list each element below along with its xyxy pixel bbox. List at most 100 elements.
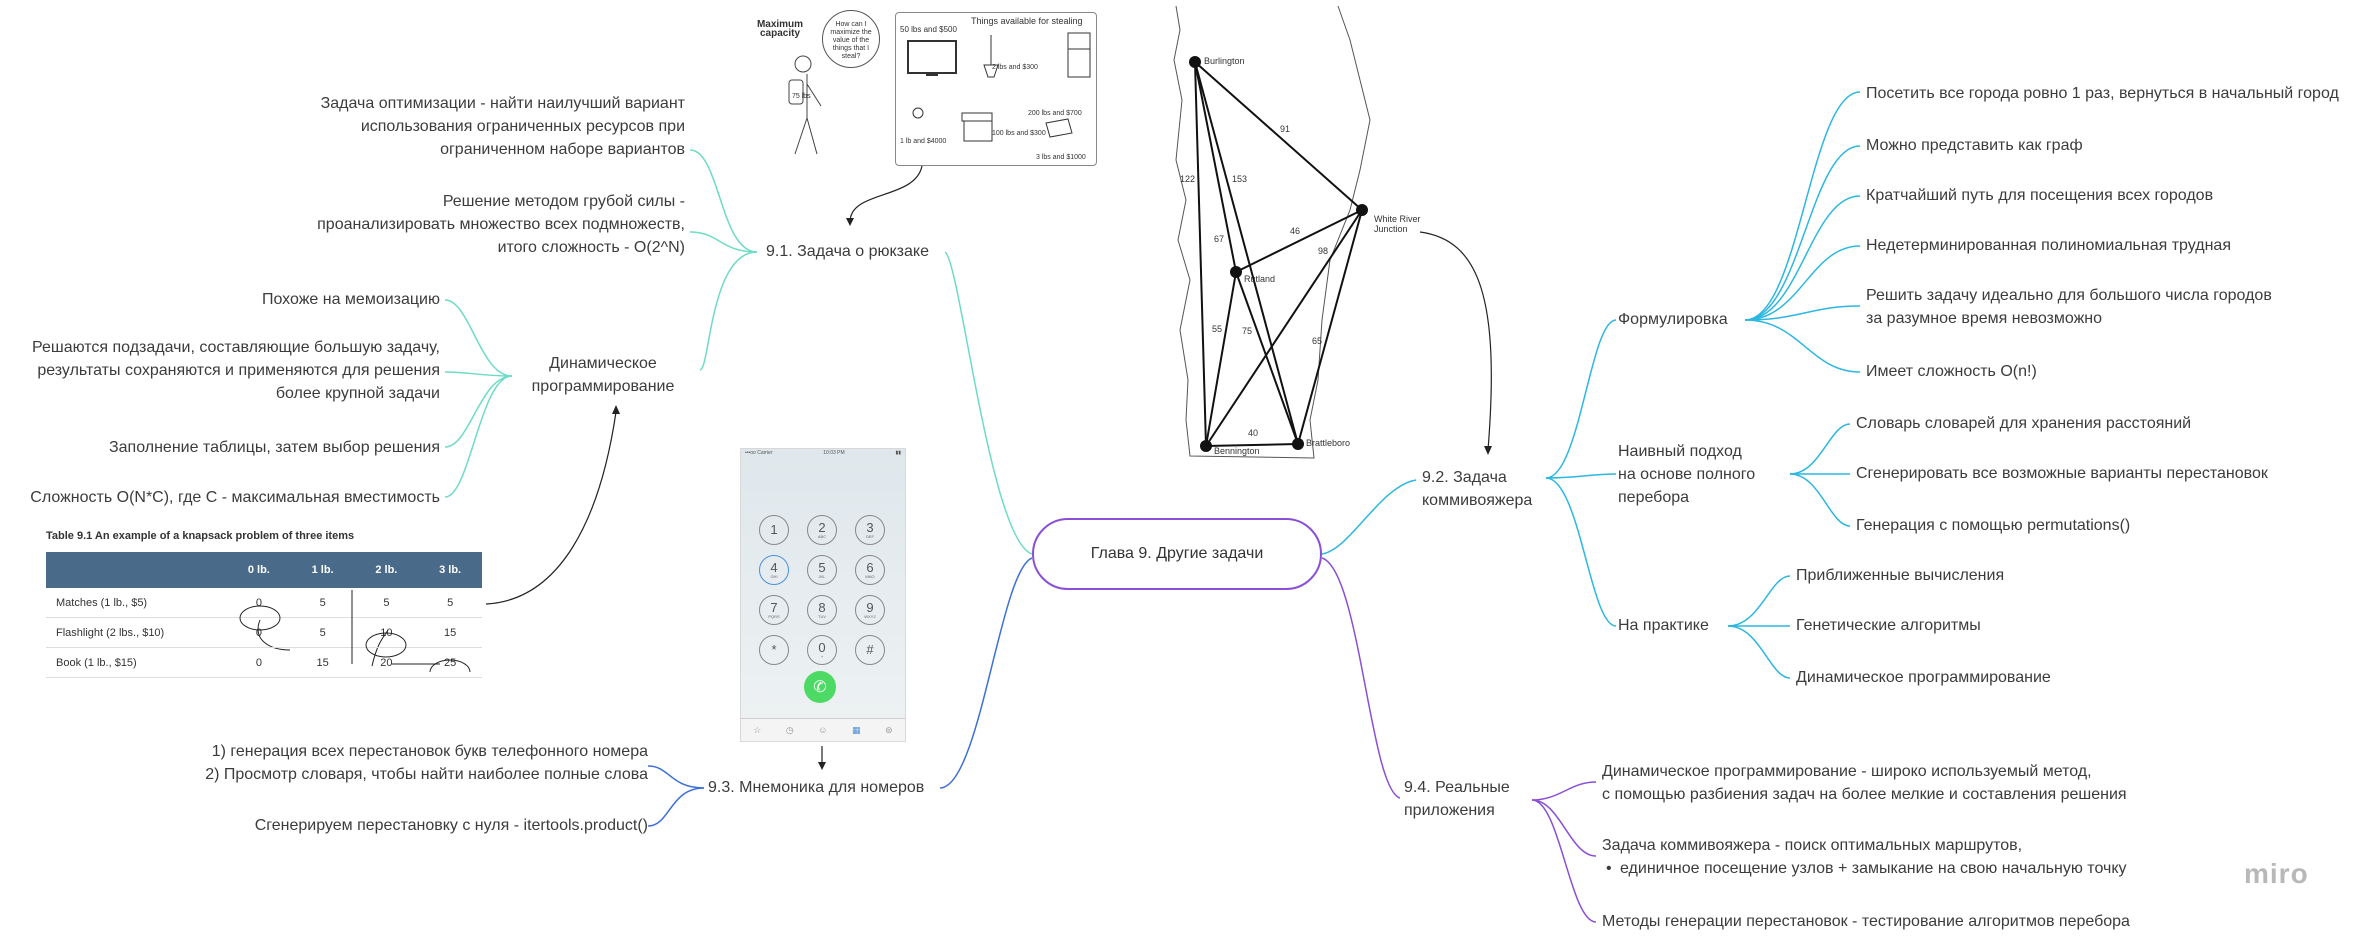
city-label: White River Junction (1374, 214, 1421, 234)
dp-item-complexity[interactable]: Сложность O(N*C), где C - максимальная в… (30, 489, 440, 506)
items-box-title: Things available for stealing (971, 16, 1083, 26)
distance-label: 55 (1212, 324, 1223, 334)
ring-label: 1 lb and $4000 (900, 138, 947, 145)
distance-label: 91 (1280, 124, 1291, 134)
key-star: * (759, 635, 789, 665)
tv-label: 50 lbs and $500 (900, 25, 957, 34)
table-header (46, 552, 227, 588)
phone-tab-bar: ☆ ◷ ☺ ▦ ⊚ (741, 718, 905, 741)
distance-label: 67 (1214, 234, 1225, 244)
laptop-label: 3 lbs and $1000 (1036, 154, 1086, 161)
mnemonic-item[interactable]: Сгенерируем перестановку с нуля - iterto… (254, 817, 648, 834)
loot-icons (907, 32, 1091, 142)
vermont-map: Burlington Rutland White River Junction … (1160, 0, 1440, 470)
thought-bubble: How can I maximize the value of the thin… (822, 10, 880, 68)
brute-force-note[interactable]: Решение методом грубой силы - проанализи… (317, 193, 685, 256)
table-row: Matches (1 lb., $5) 0 5 5 5 (46, 588, 482, 618)
central-topic-label: Глава 9. Другие задачи (1090, 545, 1264, 562)
dp-item-subproblems[interactable]: Решаются подзадачи, составляющие большую… (32, 339, 440, 402)
city-label: Bennington (1214, 446, 1260, 456)
distance-label: 40 (1248, 428, 1259, 438)
phone-call-icon: ✆ (804, 671, 836, 703)
contacts-icon: ☺ (818, 725, 828, 735)
table-header: 2 lb. (354, 552, 419, 588)
voicemail-icon: ⊚ (885, 724, 893, 735)
formulation-item[interactable]: Можно представить как граф (1866, 137, 2083, 154)
knapsack-title[interactable]: 9.1. Задача о рюкзаке (766, 243, 929, 260)
distance-label: 46 (1290, 226, 1301, 236)
candle-label: 2 lbs and $300 (992, 64, 1038, 71)
distance-label: 65 (1312, 336, 1323, 346)
practice-item[interactable]: Генетические алгоритмы (1796, 617, 1981, 634)
fridge-label: 200 lbs and $700 (1028, 110, 1082, 117)
distance-label: 98 (1318, 246, 1329, 256)
table-row: Flashlight (2 lbs., $10) 0 5 10 15 (46, 617, 482, 648)
thief-icon (788, 55, 822, 155)
table-header: 3 lb. (418, 552, 482, 588)
central-topic[interactable]: Глава 9. Другие задачи (1032, 518, 1322, 590)
distance-label: 122 (1180, 174, 1196, 184)
formulation-node[interactable]: Формулировка (1618, 311, 1728, 328)
max-capacity-label: Maximum capacity (756, 19, 804, 39)
naive-item[interactable]: Сгенерировать все возможные варианты пер… (1856, 465, 2268, 482)
recents-icon: ◷ (785, 724, 794, 735)
knapsack-illustration: Maximum capacity How can I maximize the … (755, 10, 1100, 170)
city-label: Rutland (1244, 274, 1276, 284)
formulation-item[interactable]: Имеет сложность O(n!) (1866, 363, 2037, 380)
formulation-item[interactable]: Недетерминированная полиномиальная трудн… (1866, 237, 2231, 254)
knapsack-table: Table 9.1 An example of a knapsack probl… (46, 530, 484, 678)
dp-item-table[interactable]: Заполнение таблицы, затем выбор решения (108, 439, 440, 456)
table-header: 1 lb. (290, 552, 355, 588)
real-apps-title[interactable]: 9.4. Реальные приложения (1404, 779, 1510, 819)
real-item[interactable]: Задача коммивояжера - поиск оптимальных … (1602, 834, 2127, 880)
key-hash: # (855, 635, 885, 665)
distance-label: 75 (1242, 326, 1253, 336)
table-grid: 0 lb. 1 lb. 2 lb. 3 lb. Matches (1 lb., … (46, 552, 482, 678)
naive-item[interactable]: Словарь словарей для хранения расстояний (1856, 415, 2192, 432)
bag-weight-label: 75 lbs (792, 93, 811, 100)
key-0: 0+ (807, 635, 837, 665)
knapsack-definition[interactable]: Задача оптимизации - найти наилучший вар… (320, 95, 685, 158)
practice-item[interactable]: Динамическое программирование (1796, 669, 2051, 686)
table-row: Book (1 lb., $15) 0 15 20 25 (46, 647, 482, 678)
dp-item-memo[interactable]: Похоже на мемоизацию (261, 291, 440, 308)
tsp-title[interactable]: 9.2. Задача коммивояжера (1422, 469, 1533, 509)
naive-node[interactable]: Наивный подход на основе полного перебор… (1618, 443, 1756, 506)
practice-item[interactable]: Приближенные вычисления (1796, 567, 2005, 584)
keypad-icon: ▦ (852, 724, 861, 735)
mnemonic-item[interactable]: 1) генерация всех перестановок букв теле… (205, 743, 648, 783)
table-annotations (239, 590, 471, 672)
real-item-bullet: единичное посещение узлов + замыкание на… (1602, 857, 2127, 880)
naive-item[interactable]: Генерация с помощью permutations() (1856, 517, 2131, 534)
city-label: Burlington (1204, 56, 1245, 66)
real-item[interactable]: Динамическое программирование - широко и… (1602, 763, 2127, 803)
table-header: 0 lb. (227, 552, 291, 588)
formulation-item[interactable]: Посетить все города ровно 1 раз, вернуть… (1866, 85, 2339, 102)
dp-node[interactable]: Динамическое программирование (531, 355, 675, 395)
distance-label: 153 (1232, 174, 1248, 184)
formulation-item[interactable]: Кратчайший путь для посещения всех город… (1866, 187, 2214, 204)
miro-logo: miro (2244, 858, 2309, 889)
items-box: Things available for stealing 50 lbs and… (895, 12, 1097, 166)
mnemonic-title[interactable]: 9.3. Мнемоника для номеров (708, 779, 925, 796)
real-item[interactable]: Методы генерации перестановок - тестиров… (1602, 913, 2130, 930)
practice-node[interactable]: На практике (1618, 617, 1709, 634)
key-1: 1 (759, 515, 789, 545)
formulation-item[interactable]: Решить задачу идеально для большого числ… (1866, 287, 2272, 327)
table-caption: Table 9.1 An example of a knapsack probl… (46, 530, 355, 542)
map-graph (1173, 5, 1371, 459)
city-label: Brattleboro (1306, 438, 1351, 448)
phone-status-bar: •••oo Carrier 10:03 PM ▮▮ (745, 450, 901, 456)
books-label: 100 lbs and $300 (992, 130, 1046, 137)
favorites-icon: ☆ (753, 724, 762, 735)
